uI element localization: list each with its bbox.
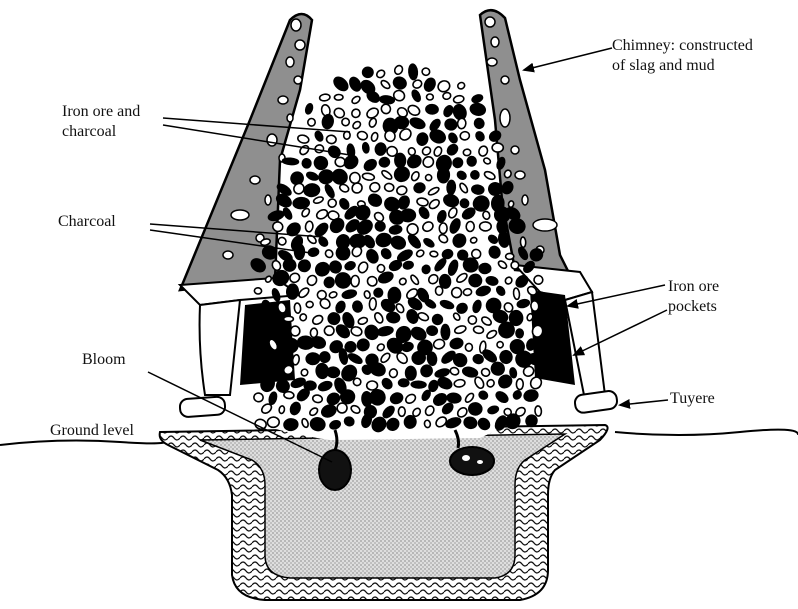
iron-ore-particle [320, 352, 330, 363]
charcoal-particle [305, 221, 314, 232]
charcoal-particle [439, 223, 447, 234]
charcoal-particle [369, 298, 376, 310]
iron-ore-particle [306, 352, 320, 365]
charcoal-particle [367, 381, 378, 390]
iron-ore-particle [398, 379, 408, 387]
charcoal-particle [351, 275, 360, 287]
label-iron-ore-charcoal: Iron ore and charcoal [62, 102, 140, 142]
iron-ore-particle [516, 329, 524, 338]
charcoal-particle [324, 326, 334, 335]
label-iron-ore-charcoal-line-2: charcoal [62, 122, 140, 142]
iron-ore-particle [408, 64, 418, 80]
iron-ore-particle [467, 156, 476, 166]
iron-ore-particle [405, 366, 416, 380]
label-iron-ore-pockets-line-2: pockets [668, 297, 719, 317]
charcoal-particle [308, 118, 316, 126]
charcoal-particle [342, 118, 350, 126]
charcoal-particle [430, 251, 439, 258]
charcoal-particle [319, 94, 330, 102]
charcoal-particle [284, 391, 295, 399]
charcoal-particle [424, 420, 431, 428]
charcoal-particle [520, 237, 526, 247]
iron-ore-particle [328, 312, 341, 325]
charcoal-particle [435, 286, 443, 295]
charcoal-particle [463, 288, 472, 296]
label-ground-level: Ground level [50, 421, 134, 441]
charcoal-particle [254, 287, 262, 294]
charcoal-particle [306, 301, 314, 308]
charcoal-particle [465, 343, 472, 351]
iron-ore-particle [479, 263, 491, 273]
iron-ore-particle [499, 322, 515, 338]
iron-ore-particle [286, 284, 299, 300]
label-chimney-line-2: of slag and mud [612, 56, 753, 76]
iron-ore-particle [282, 158, 298, 165]
label-chimney: Chimney: constructed of slag and mud [612, 36, 753, 76]
iron-ore-particle [426, 326, 437, 336]
iron-ore-particle [274, 328, 289, 339]
charcoal-particle [427, 94, 434, 100]
iron-ore-particle [283, 418, 298, 431]
iron-ore-particle [411, 381, 426, 388]
iron-ore-particle [375, 221, 386, 232]
iron-ore-particle [499, 350, 512, 364]
iron-ore-particle [437, 167, 449, 183]
iron-ore-particle [394, 116, 409, 129]
chimney-arrow [524, 48, 612, 70]
label-iron-ore-charcoal-line-1: Iron ore and [62, 102, 140, 122]
label-bloom: Bloom [82, 350, 126, 370]
iron-ore-particle [302, 158, 311, 168]
charcoal-particle [480, 222, 492, 231]
iron-ore-particle [468, 402, 482, 415]
iron-ore-particle [488, 182, 502, 196]
charcoal-particle [384, 183, 394, 192]
iron-ore-particle [400, 208, 416, 222]
iron-ore-particle [447, 180, 456, 195]
charcoal-particle [393, 64, 404, 75]
charcoal-particle [294, 303, 301, 314]
charcoal-particle [398, 407, 405, 417]
iron-ore-particle [470, 170, 479, 179]
iron-ore-particle [404, 415, 417, 429]
charcoal-particle [279, 405, 286, 413]
charcoal-particle [460, 131, 470, 141]
charcoal-particle [530, 300, 539, 311]
charcoal-particle [466, 221, 475, 231]
charcoal-particle [535, 406, 542, 417]
charcoal-particle [422, 68, 431, 76]
charcoal-particle [511, 261, 519, 269]
iron-ore-particle [426, 104, 439, 114]
tuyere-arrow [620, 400, 668, 405]
charcoal-particle [326, 135, 337, 145]
charcoal-particle [284, 316, 294, 321]
iron-ore-particle [441, 325, 450, 340]
iron-ore-particle [363, 67, 374, 77]
charcoal-particle [508, 200, 514, 207]
charcoal-particle [334, 94, 343, 100]
charcoal-particle [463, 149, 471, 156]
iron-ore-particle [327, 367, 340, 378]
label-iron-ore-pockets: Iron ore pockets [668, 277, 719, 317]
charcoal-particle [492, 143, 503, 152]
charcoal-particle [516, 379, 523, 390]
label-tuyere: Tuyere [670, 389, 715, 409]
charcoal-particle [513, 288, 520, 300]
charcoal-particle [377, 264, 385, 272]
charcoal-particle [267, 417, 279, 428]
charcoal-particle [473, 326, 484, 334]
iron-ore-particle [303, 183, 320, 197]
label-iron-ore-pockets-line-1: Iron ore [668, 277, 719, 297]
charcoal-particle [505, 253, 513, 259]
charcoal-particle [290, 326, 300, 336]
charcoal-particle [457, 118, 466, 129]
charcoal-particle [350, 172, 360, 183]
iron-ore-particle [395, 153, 406, 168]
iron-ore-particle [293, 197, 310, 209]
label-chimney-line-1: Chimney: constructed [612, 36, 753, 56]
label-charcoal: Charcoal [58, 212, 116, 232]
